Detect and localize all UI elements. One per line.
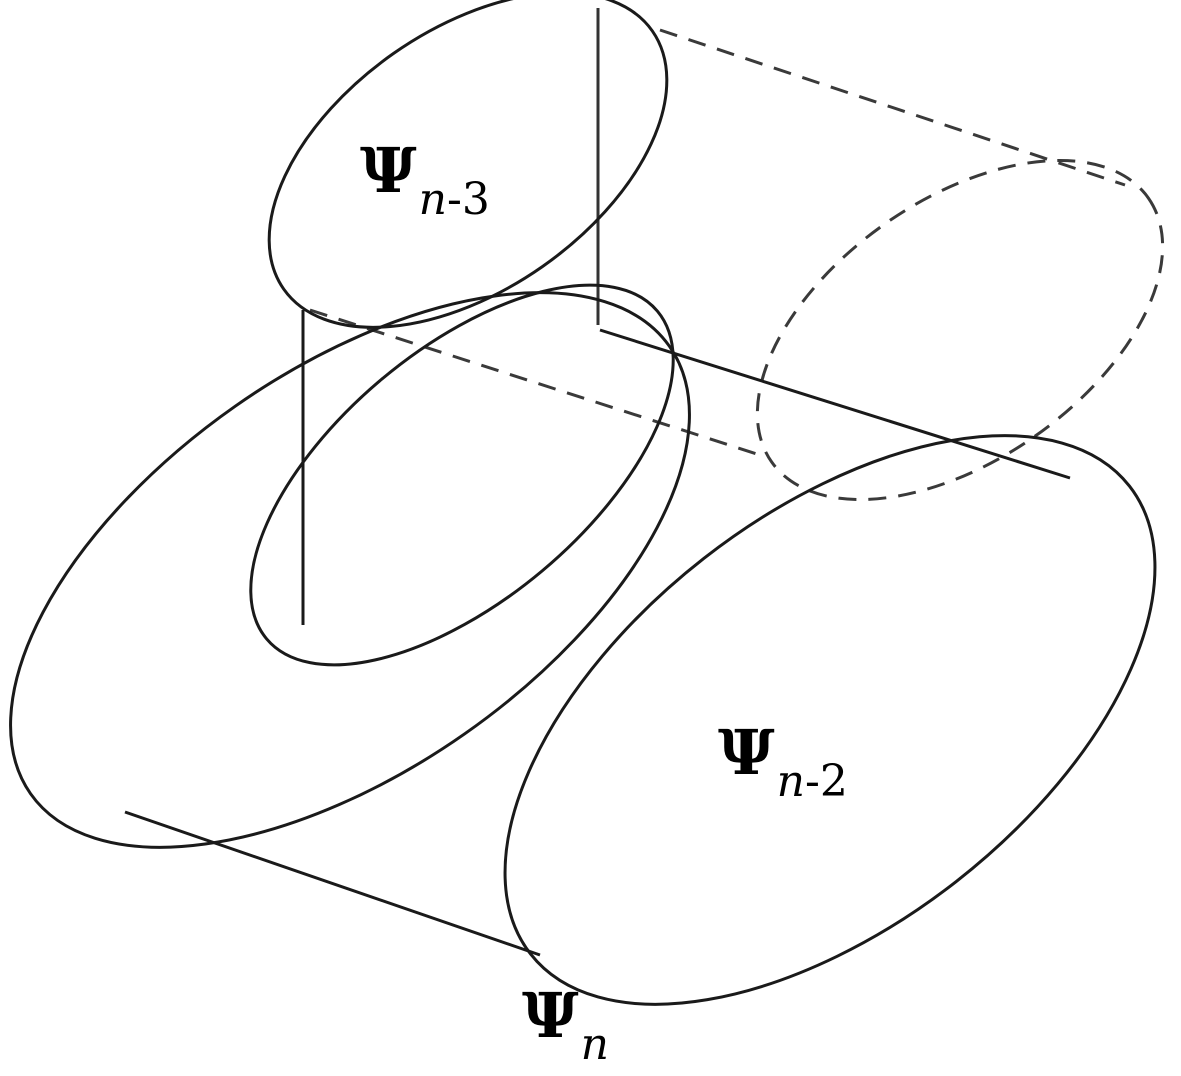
subscript-var: n [418,174,447,225]
inner-hole-ellipse [249,283,675,667]
psi-symbol: Ψ [718,716,775,789]
psi-symbol: Ψ [360,134,417,207]
large-left-ellipse [9,291,691,849]
subscript-rest: -2 [804,756,848,807]
tangent-line-bottom [124,810,541,957]
label-psi-n-minus-3: Ψn-3 [360,140,490,222]
subscript: n-2 [777,756,848,807]
tangent-line-top [599,328,1071,480]
dashed-top-connector [659,28,1126,187]
label-psi-n: Ψn [522,985,609,1067]
ellipse-psi-n-minus-2 [503,434,1157,1006]
hidden-back-ellipse [755,158,1165,502]
dashed-lower-connector [309,308,761,457]
subscript-rest: -3 [446,174,490,225]
psi-symbol: Ψ [522,979,579,1052]
subscript-var: n [580,1019,609,1070]
subscript: n-3 [419,174,490,225]
label-psi-n-minus-2: Ψn-2 [718,722,848,804]
subscript: n [581,1019,609,1070]
ellipse-psi-n-minus-3 [267,0,669,329]
subscript-var: n [776,756,805,807]
